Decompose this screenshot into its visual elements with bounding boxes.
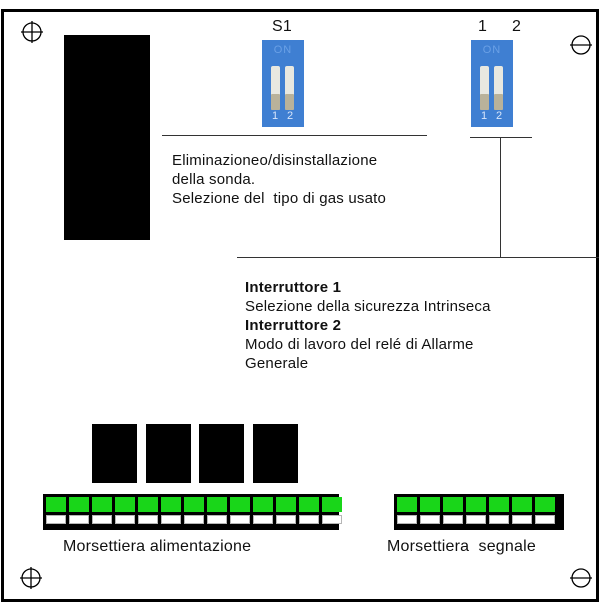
- power-screw-terminal: [184, 497, 204, 524]
- power-terminal-block: [46, 497, 342, 524]
- leader-line-s1: [162, 135, 427, 136]
- power-screw-terminal: [161, 497, 181, 524]
- dip-number-2: 2: [287, 110, 294, 122]
- dip-lever-1[interactable]: [271, 66, 280, 110]
- relay-3: [199, 424, 244, 483]
- dip-switch-s1[interactable]: ON 1 2: [262, 40, 304, 127]
- leader-line-s2-bottom: [237, 257, 599, 258]
- power-screw-terminal: [299, 497, 319, 524]
- switch-2-label: 2: [512, 18, 522, 35]
- signal-screw-terminal: [443, 497, 463, 524]
- switch2-description: Modo di lavoro del relé di Allarme: [245, 336, 474, 353]
- annotation-s2: Interruttore 1 Selezione della sicurezza…: [245, 278, 491, 373]
- power-screw-terminal: [115, 497, 135, 524]
- power-screw-terminal: [46, 497, 66, 524]
- switch-s1-label: S1: [272, 18, 292, 35]
- signal-screw-terminal: [397, 497, 417, 524]
- signal-terminal-block: [397, 497, 555, 524]
- dip-lever-2[interactable]: [494, 66, 503, 110]
- power-screw-terminal: [322, 497, 342, 524]
- power-screw-terminal: [276, 497, 296, 524]
- signal-screw-terminal: [535, 497, 555, 524]
- switch2-description: Generale: [245, 355, 309, 372]
- switch-1-label: 1: [478, 18, 488, 35]
- leader-line-s2-vertical: [500, 137, 501, 257]
- annotation-s1-line: della sonda.: [172, 171, 256, 188]
- relay-1: [92, 424, 137, 483]
- annotation-s1: Eliminazioneo/disinstallazione della son…: [172, 151, 386, 208]
- annotation-s1-line: Selezione del tipo di gas usato: [172, 190, 387, 207]
- switch1-title: Interruttore 1: [245, 279, 342, 296]
- mount-hole-icon: [570, 35, 592, 55]
- power-screw-terminal: [230, 497, 250, 524]
- dip-on-text: ON: [273, 44, 293, 56]
- annotation-s1-line: Eliminazioneo/disinstallazione: [172, 152, 378, 169]
- signal-screw-terminal: [489, 497, 509, 524]
- signal-screw-terminal: [420, 497, 440, 524]
- dip-number-1: 1: [272, 110, 279, 122]
- relay-2: [146, 424, 191, 483]
- relay-4: [253, 424, 298, 483]
- switch1-description: Selezione della sicurezza Intrinseca: [245, 298, 491, 315]
- main-component: [64, 35, 150, 240]
- power-screw-terminal: [69, 497, 89, 524]
- power-screw-terminal: [92, 497, 112, 524]
- dip-number-2: 2: [496, 110, 503, 122]
- leader-line-s2-top: [470, 137, 532, 138]
- signal-screw-terminal: [466, 497, 486, 524]
- power-screw-terminal: [207, 497, 227, 524]
- dip-number-1: 1: [481, 110, 488, 122]
- dip-switch-s2[interactable]: ON 1 2: [471, 40, 513, 127]
- signal-terminal-label: Morsettiera segnale: [387, 538, 536, 555]
- dip-lever-2[interactable]: [285, 66, 294, 110]
- mount-hole-icon: [570, 568, 592, 588]
- switch2-title: Interruttore 2: [245, 317, 342, 334]
- power-screw-terminal: [138, 497, 158, 524]
- crosshair-mount-icon: [21, 21, 43, 43]
- power-screw-terminal: [253, 497, 273, 524]
- crosshair-mount-icon: [20, 567, 42, 589]
- dip-lever-1[interactable]: [480, 66, 489, 110]
- dip-on-text: ON: [482, 44, 502, 56]
- signal-screw-terminal: [512, 497, 532, 524]
- power-terminal-label: Morsettiera alimentazione: [63, 538, 252, 555]
